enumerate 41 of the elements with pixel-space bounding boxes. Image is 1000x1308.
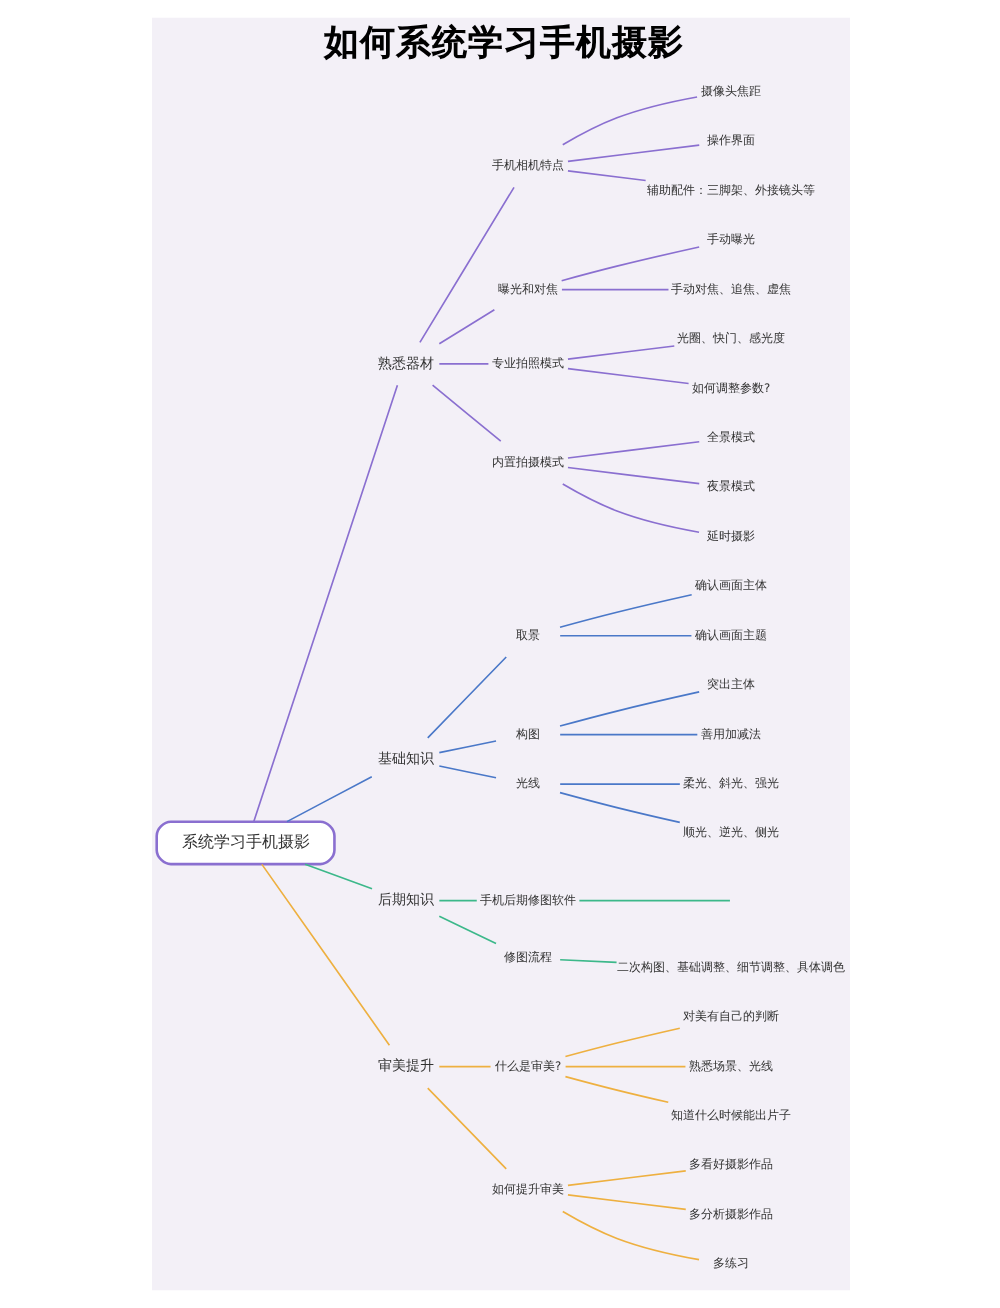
- connector: [559, 246, 699, 282]
- connector: [437, 363, 489, 365]
- connector: [560, 96, 697, 146]
- diagram-title: 如何系统学习手机摄影: [322, 24, 683, 65]
- connector: [566, 466, 700, 485]
- connector: [558, 958, 617, 964]
- connector: [425, 1087, 507, 1170]
- connector: [560, 1210, 699, 1261]
- connector: [558, 593, 692, 629]
- connector: [251, 384, 398, 823]
- connector: [437, 765, 496, 779]
- connector: [558, 783, 680, 785]
- connector: [437, 740, 496, 754]
- connector: [303, 863, 372, 890]
- connector: [563, 1075, 669, 1104]
- connector: [563, 1065, 686, 1068]
- connector: [563, 1027, 680, 1058]
- connector: [437, 915, 496, 945]
- connector: [430, 384, 501, 443]
- connector: [577, 899, 730, 902]
- connector: [558, 691, 699, 727]
- connector: [566, 1194, 686, 1211]
- connector: [418, 186, 514, 344]
- connector: [566, 367, 689, 385]
- node-box: 系统学习手机摄影: [154, 820, 335, 866]
- connector: [566, 170, 646, 182]
- connector: [425, 656, 507, 739]
- connector: [558, 733, 698, 736]
- connector: [437, 899, 477, 902]
- connector: [566, 1170, 686, 1187]
- connector: [558, 791, 680, 824]
- connector: [560, 288, 669, 291]
- connector: [558, 634, 692, 637]
- connector: [285, 775, 372, 823]
- connector: [566, 345, 675, 360]
- connector: [566, 440, 700, 459]
- connector: [566, 144, 700, 163]
- connector: [560, 483, 699, 534]
- connector: [260, 863, 390, 1046]
- connector: [437, 1065, 491, 1068]
- connector: [437, 308, 495, 345]
